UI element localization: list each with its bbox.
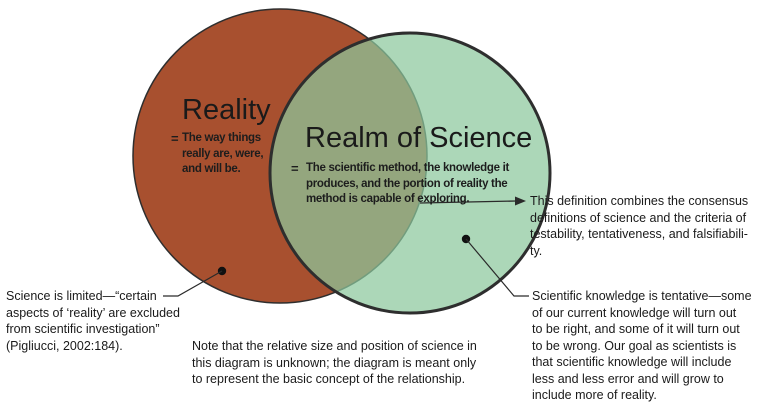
definition-note: This definition combines the consensus d… xyxy=(530,194,749,258)
definition-arrow-head xyxy=(515,196,526,206)
reality-definition: The way things really are, were, and wil… xyxy=(182,132,264,175)
science-definition: The scientific method, the knowledge it … xyxy=(306,162,509,205)
reality-equals-sign: = xyxy=(171,131,179,146)
science-limited-note: Science is limited—“certain aspects of ‘… xyxy=(6,289,180,353)
science-pointer-line xyxy=(465,238,529,297)
definition-arrow-line xyxy=(419,200,517,204)
relative-size-note: Note that the relative size and position… xyxy=(192,339,477,386)
science-circle xyxy=(268,31,552,315)
reality-title: Reality xyxy=(182,94,271,126)
science-title: Realm of Science xyxy=(305,122,533,154)
reality-pointer-line xyxy=(163,270,223,297)
tentative-knowledge-note: Scientific knowledge is tentative—some o… xyxy=(532,289,752,402)
science-equals-sign: = xyxy=(291,161,299,176)
